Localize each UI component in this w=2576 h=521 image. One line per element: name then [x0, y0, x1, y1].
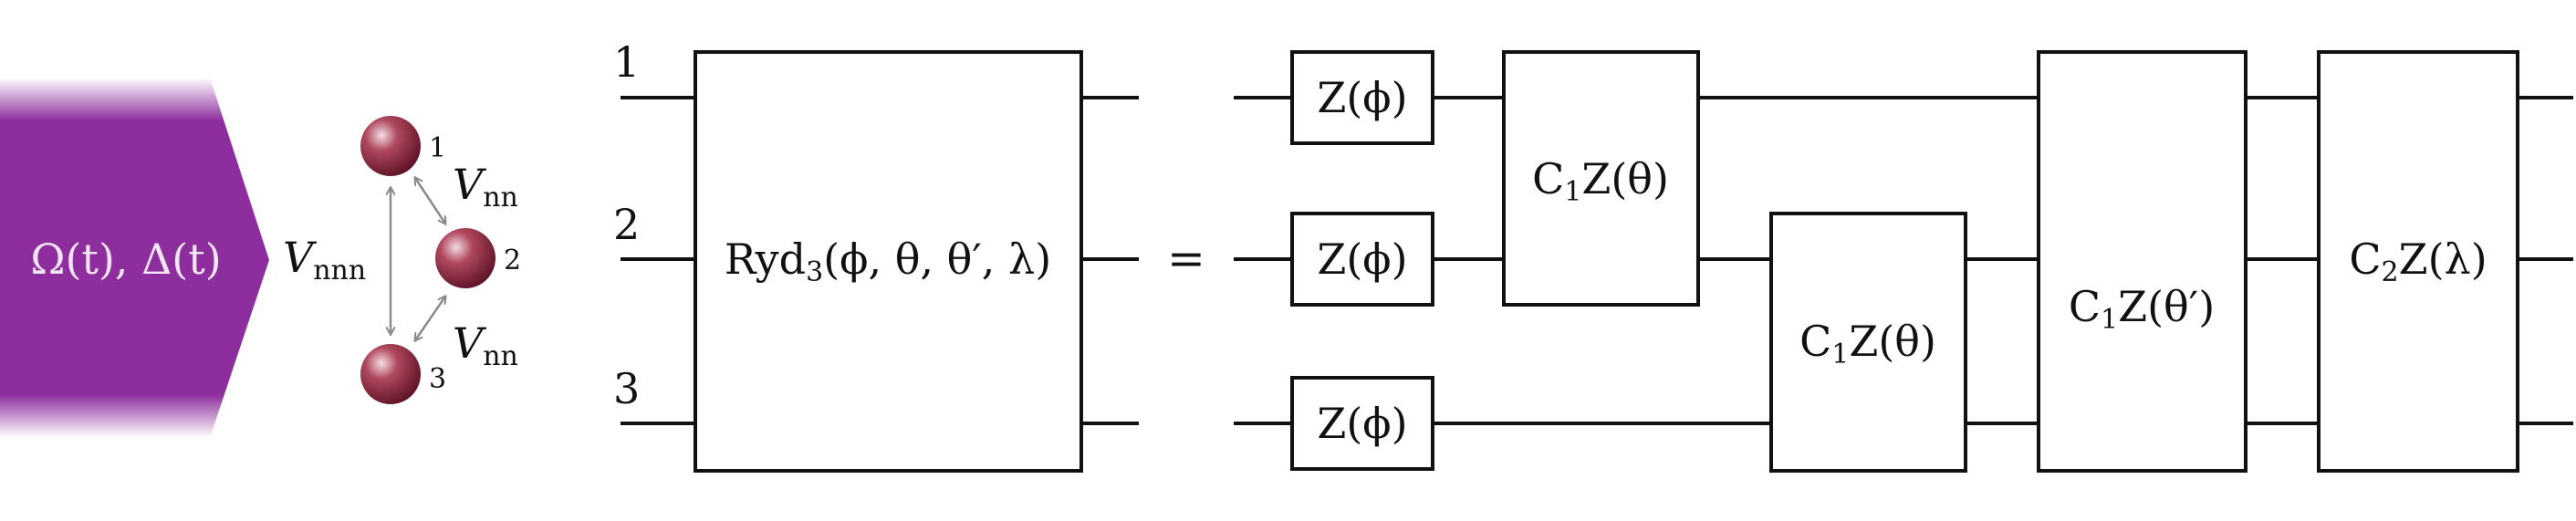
pulse-shape	[0, 78, 269, 438]
equals-sign: =	[1167, 232, 1205, 285]
v-nnn-symbol: V	[283, 233, 318, 282]
qubit-label-2: 2	[613, 200, 640, 249]
decomposition-circuit: Z(ϕ) Z(ϕ) Z(ϕ) C1Z(θ) C1Z(θ) C1Z(θ′) C2Z…	[1234, 50, 2573, 473]
v-nn-bottom-label: Vnn	[453, 318, 518, 372]
c2z-gate-label: C2Z(λ)	[2349, 234, 2487, 288]
c1z-gate-12	[1502, 50, 1700, 307]
v-nn-top-sub: nn	[483, 182, 518, 214]
nn-arrow-top	[415, 178, 445, 224]
c1z-prime-gate	[2037, 50, 2247, 473]
ryd3-gate-label: Ryd3(ϕ, θ, θ′, λ)	[725, 234, 1051, 288]
qubit-label-1: 1	[613, 37, 640, 87]
pulse-arrow: Ω(t), Δ(t)	[0, 78, 269, 438]
v-nnn-label: Vnnn	[283, 233, 366, 287]
c2z-gate	[2317, 50, 2519, 473]
qubit-label-3: 3	[613, 364, 640, 413]
v-nn-top-symbol: V	[453, 160, 487, 209]
c1z-gate-23	[1769, 212, 1967, 473]
z-gate-3-label: Z(ϕ)	[1317, 399, 1407, 448]
atom-2	[435, 228, 495, 288]
atom-number-1: 1	[429, 132, 446, 164]
ryd3-name: Ryd	[725, 234, 806, 284]
v-nnn-sub: nnn	[313, 255, 366, 287]
atom-array: 1 2 3 Vnnn Vnn Vnn	[283, 116, 521, 404]
z-gate-3	[1290, 376, 1434, 471]
pulse-label: Ω(t), Δ(t)	[30, 234, 221, 284]
z-gate-2-label: Z(ϕ)	[1317, 234, 1407, 284]
atom-number-3: 3	[429, 363, 446, 395]
v-nn-bottom-sub: nn	[483, 340, 518, 372]
z-gate-2	[1290, 212, 1434, 307]
ryd3-sub: 3	[806, 256, 823, 288]
atom-number-2: 2	[504, 245, 521, 276]
v-nn-top-label: Vnn	[453, 160, 518, 214]
atom-3	[360, 344, 421, 404]
v-nn-bottom-symbol: V	[453, 318, 487, 368]
c1z-gate-23-label: C1Z(θ)	[1799, 317, 1936, 370]
z-gate-1-label: Z(ϕ)	[1317, 73, 1407, 122]
c1z-prime-gate-label: C1Z(θ′)	[2069, 282, 2215, 336]
ryd3-args: (ϕ, θ, θ′, λ)	[823, 234, 1051, 284]
c1z-gate-12-label: C1Z(θ)	[1532, 154, 1669, 208]
z-gate-1	[1290, 50, 1434, 145]
ryd-circuit: 1 2 3 Ryd3(ϕ, θ, θ′, λ)	[613, 37, 1139, 473]
nn-arrow-bottom	[415, 297, 445, 340]
ryd3-gate	[694, 50, 1083, 473]
atom-1	[360, 116, 421, 176]
